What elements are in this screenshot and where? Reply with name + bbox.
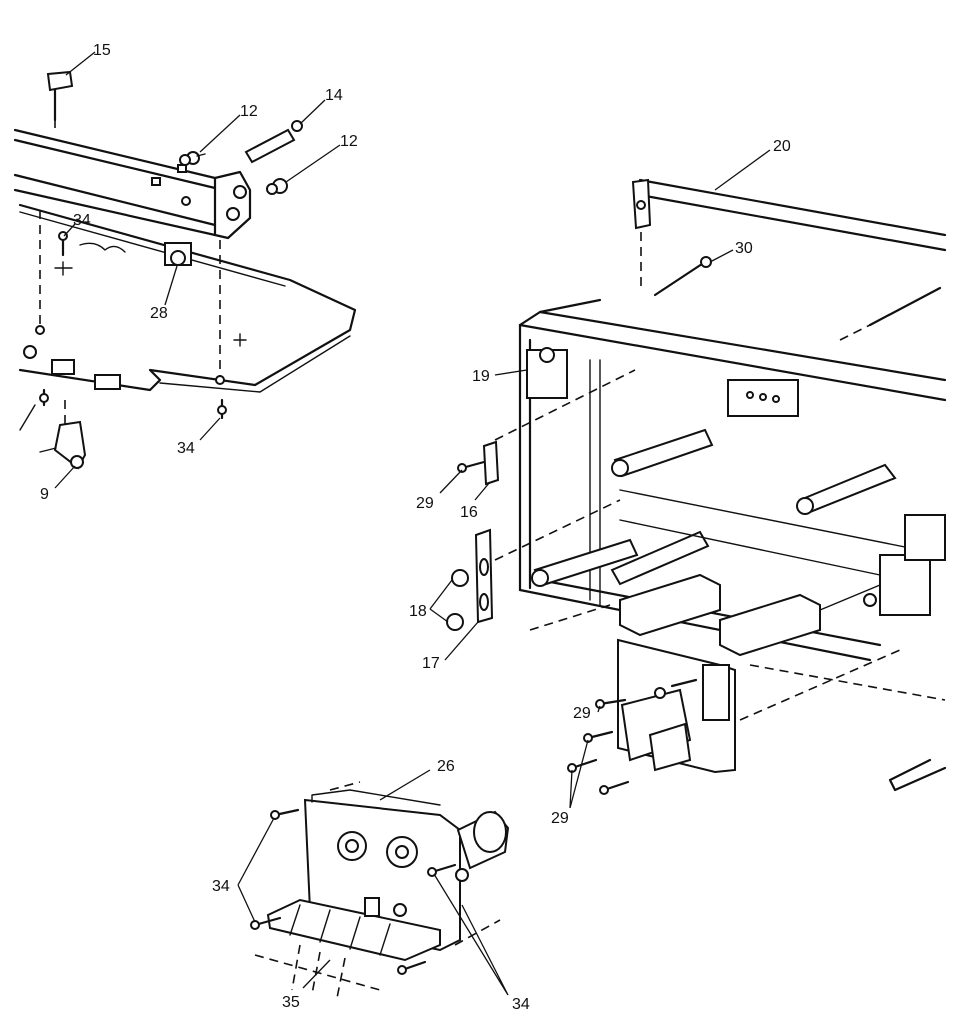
part-9 bbox=[39, 420, 87, 470]
tape-mechanism-assembly bbox=[250, 781, 510, 999]
knob-18-lower bbox=[446, 613, 464, 631]
roller-upper-right bbox=[798, 463, 897, 514]
leader-lines bbox=[54, 51, 771, 996]
part-14 bbox=[244, 120, 303, 164]
callout-15: 15 bbox=[93, 42, 111, 59]
part-12-a bbox=[179, 151, 206, 166]
callout-34-a: 34 bbox=[73, 212, 91, 229]
callout-9: 9 bbox=[40, 486, 49, 503]
transformer-board-assembly bbox=[567, 638, 736, 795]
callout-12-a: 12 bbox=[240, 103, 258, 120]
top-rail bbox=[13, 128, 217, 237]
roller-upper-left bbox=[613, 428, 714, 478]
callout-labels: 15 12 14 12 34 28 34 9 20 30 19 29 16 18… bbox=[40, 42, 791, 1013]
rod-30 bbox=[653, 260, 707, 297]
rail-end-bracket bbox=[213, 170, 252, 240]
callout-14: 14 bbox=[325, 87, 343, 104]
callout-34-d: 34 bbox=[512, 996, 530, 1013]
callout-30: 30 bbox=[735, 240, 753, 257]
callout-19: 19 bbox=[472, 368, 490, 385]
top-cover-20 bbox=[638, 178, 947, 237]
keys-35 bbox=[266, 898, 441, 962]
callout-34-c: 34 bbox=[212, 878, 230, 895]
callout-26: 26 bbox=[437, 758, 455, 775]
callout-29-b: 29 bbox=[573, 705, 591, 722]
main-frame-assembly bbox=[446, 178, 947, 792]
callout-16: 16 bbox=[460, 504, 478, 521]
circuit-board bbox=[18, 203, 357, 392]
callout-35: 35 bbox=[282, 994, 300, 1011]
callout-17: 17 bbox=[422, 655, 440, 672]
part-16 bbox=[482, 440, 500, 486]
callout-20: 20 bbox=[773, 138, 791, 155]
foot-block-right bbox=[719, 593, 821, 657]
frame-top-edge bbox=[518, 323, 947, 402]
knob-18-upper bbox=[451, 569, 469, 587]
left-chassis-assembly bbox=[13, 70, 357, 470]
right-side-bracket bbox=[879, 554, 931, 616]
callout-18: 18 bbox=[409, 603, 427, 620]
callout-34-b: 34 bbox=[177, 440, 195, 457]
foot-block-left bbox=[619, 573, 721, 637]
callout-29-c: 29 bbox=[551, 810, 569, 827]
frame-bottom-edge bbox=[518, 588, 872, 662]
callout-29-a: 29 bbox=[416, 495, 434, 512]
callout-28: 28 bbox=[150, 305, 168, 322]
part-12-b bbox=[266, 178, 288, 195]
callout-12-b: 12 bbox=[340, 133, 358, 150]
